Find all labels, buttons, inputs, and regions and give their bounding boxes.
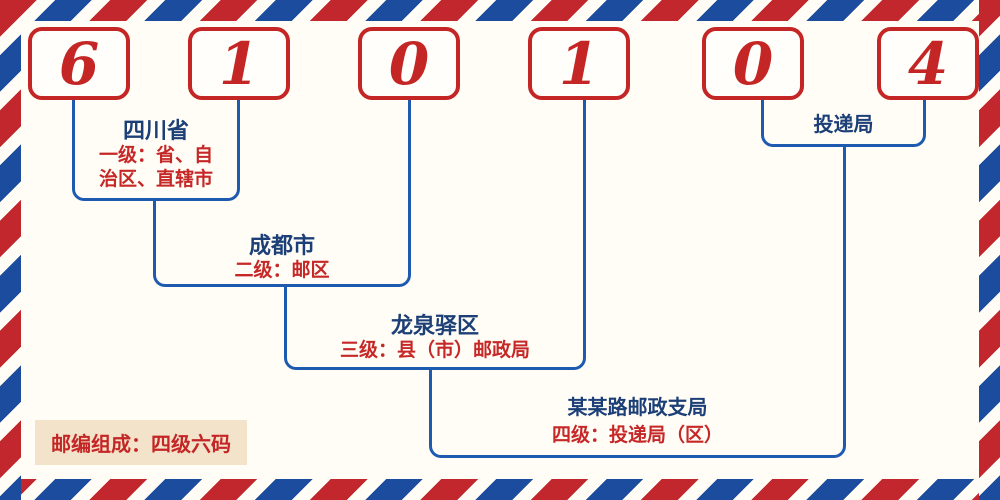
level4-desc: 四级：投递局（区）: [551, 424, 723, 446]
postal-digit-box-4: 1: [528, 27, 630, 100]
connector-bracket-level3: [284, 287, 586, 370]
postal-digit-3: 0: [388, 29, 430, 98]
postal-digit-5: 0: [732, 29, 774, 98]
level1-desc: 一级：省、自 治区、直辖市: [72, 143, 240, 191]
connector-line-digit3: [408, 100, 411, 203]
level2-desc: 二级：邮区: [234, 259, 330, 281]
connector-bracket-delivery: [761, 100, 926, 147]
level1-desc-line1: 一级：省、自: [98, 144, 213, 166]
level3-desc: 三级：县（市）邮政局: [339, 339, 530, 361]
airmail-border-bottom: [0, 479, 1000, 500]
postal-digit-6: 4: [907, 29, 949, 98]
level2-place-label: 成都市: [248, 234, 315, 259]
level1-desc-line2: 治区、直辖市: [98, 168, 213, 190]
level3-place-label: 龙泉驿区: [390, 314, 479, 339]
connector-bracket-level2: [153, 200, 411, 287]
postal-digit-box-6: 4: [877, 27, 979, 100]
level1-place-label: 四川省: [122, 119, 189, 144]
connector-bracket-level1: [72, 100, 240, 201]
connector-line-level4-right: [843, 146, 846, 373]
postal-digit-2: 1: [218, 29, 260, 98]
postal-digit-4: 1: [558, 29, 600, 98]
connector-line-digit4: [583, 100, 586, 290]
connector-bracket-level4: [429, 370, 846, 458]
postal-digit-box-1: 6: [28, 27, 130, 100]
airmail-border-left: [0, 0, 21, 500]
postal-digit-box-3: 0: [358, 27, 460, 100]
postal-digit-box-5: 0: [702, 27, 804, 100]
postal-digit-box-2: 1: [188, 27, 290, 100]
delivery-office-label: 投递局: [813, 112, 874, 136]
airmail-border-right: [979, 0, 1000, 500]
level4-place-label: 某某路邮政支局: [567, 395, 708, 419]
composition-note-badge: 邮编组成：四级六码: [35, 420, 247, 465]
postal-digit-1: 6: [58, 29, 100, 98]
airmail-border-top: [0, 0, 1000, 21]
